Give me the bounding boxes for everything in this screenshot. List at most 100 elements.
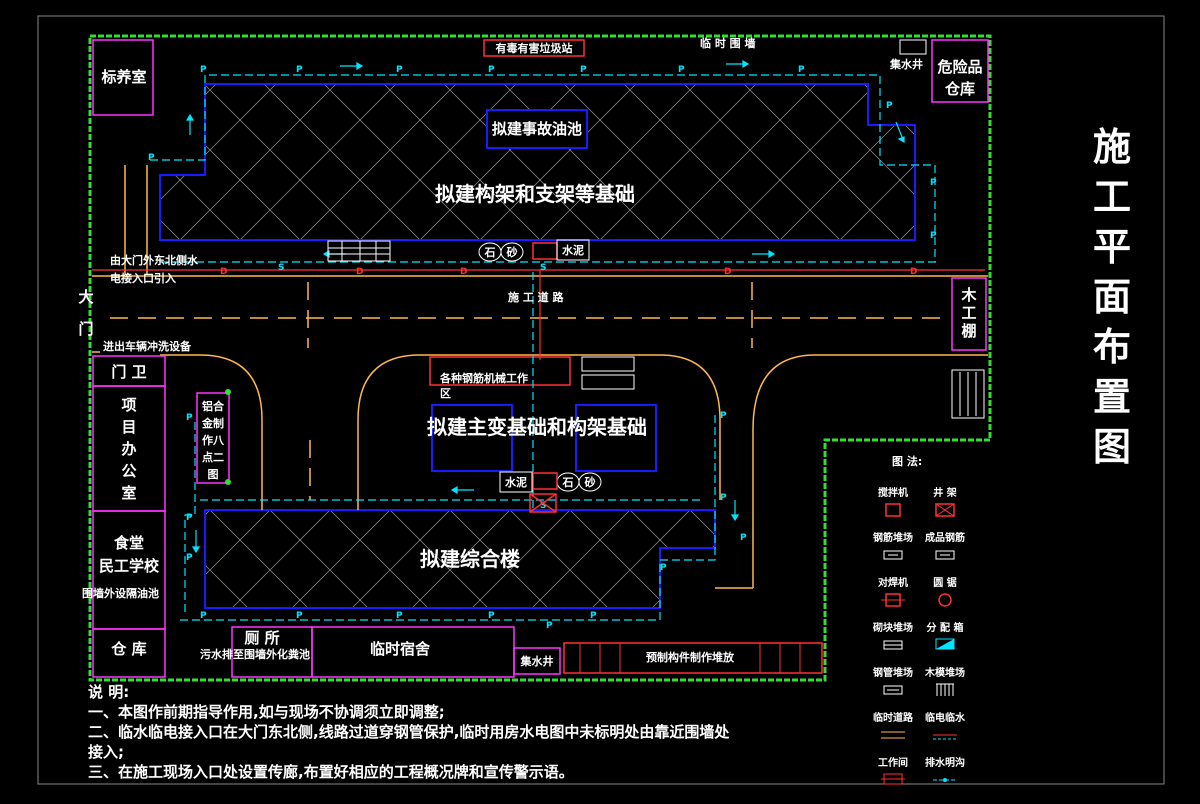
construction-road-label: 施 工 道 路 [508, 290, 564, 304]
complex-building-label: 拟建综合楼 [420, 547, 520, 571]
p-marker: P [396, 611, 403, 621]
breeding-room-label: 标养室 [100, 68, 146, 86]
temporary-buildings [92, 39, 989, 678]
site-fence [88, 34, 992, 682]
p-markers: P P P P P P P P P P P P P P P P P P P P … [148, 65, 937, 631]
aluminum-shop-line-4: 点二 [202, 450, 224, 464]
legend-item-label: 排水明沟 [925, 756, 965, 769]
legend-item-label: 临时道路 [873, 711, 914, 724]
tree-icons [225, 389, 231, 485]
temp-power-line [92, 269, 985, 360]
p-marker: P [200, 65, 207, 75]
p-marker: P [186, 553, 193, 563]
p-marker: P [296, 65, 303, 75]
complex-building-area [204, 509, 716, 609]
accident-oil-pool-label: 拟建事故油池 [492, 120, 582, 138]
precast-area-label: 预制构件制作堆放 [646, 650, 735, 664]
stone-top-label: 石 [484, 246, 496, 259]
hazardous-store-label-2: 仓库 [944, 80, 975, 98]
legend-title: 图 法: [892, 454, 922, 468]
p-marker: P [930, 178, 937, 188]
legend-item-label: 临电临水 [925, 711, 966, 724]
water-power-entry-label: 由大门外东北侧水 [110, 253, 199, 267]
title-char: 置 [1093, 375, 1131, 419]
d-marker: D [460, 267, 467, 277]
notes-line-1: 一、本图作前期指导作用,如与现场不协调须立即调整; [88, 703, 445, 721]
p-marker: P [488, 611, 495, 621]
mixer-icon [885, 503, 901, 517]
mixer-units [529, 242, 558, 513]
title-char: 布 [1093, 325, 1131, 369]
drain-ditch-icon [933, 778, 957, 782]
temp-utility-icon [933, 734, 957, 740]
aluminum-shop-line-1: 铝合 [202, 399, 225, 413]
notes-line-2a: 二、临水临电接入口在大门东北侧,线路过道穿钢管保护,临时用房水电图中未标明处由靠… [88, 723, 730, 741]
aluminum-shop-line-2: 金制 [201, 416, 224, 430]
p-marker: P [660, 563, 667, 573]
title-char: 图 [1093, 425, 1131, 469]
carpentry-shed-char-3: 棚 [961, 322, 976, 340]
aluminum-shop-line-3: 作八 [202, 433, 225, 447]
hazardous-store-label: 危险品 [937, 58, 982, 76]
p-marker: P [930, 231, 937, 241]
block-yard-icon [883, 640, 903, 650]
sump-top-label: 集水井 [889, 57, 923, 71]
lane-markers-right [951, 369, 985, 419]
s-marker: S [278, 263, 284, 273]
p-marker: P [186, 413, 193, 423]
p-marker: P [296, 611, 303, 621]
legend-item-label: 木模堆场 [924, 666, 965, 679]
p-marker: P [488, 65, 495, 75]
septic-note: 污水排至围墙外化粪池 [200, 647, 310, 661]
d-marker: D [220, 267, 227, 277]
rebar-work-area-label: 各种钢筋机械工作 [439, 371, 528, 385]
legend-item-label: 对焊机 [878, 576, 908, 589]
cement-top-label: 水泥 [562, 243, 584, 257]
p-marker: P [186, 513, 193, 523]
s-marker: S [540, 501, 546, 511]
road-centerline [110, 282, 950, 500]
legend-item-label: 井 架 [933, 486, 956, 499]
project-office-char-1: 项 [121, 396, 136, 414]
rebar-work-area-label-2: 区 [440, 387, 451, 400]
notes-line-2b: 接入; [88, 743, 124, 761]
distribution-box-icon [935, 638, 955, 650]
title-char: 工 [1093, 175, 1131, 219]
project-office-char-3: 办 [121, 440, 136, 458]
project-office-char-4: 公 [121, 462, 136, 480]
legend-item-label: 圆 锯 [933, 576, 956, 589]
worker-school-label: 民工学校 [99, 557, 160, 575]
d-marker: D [724, 267, 731, 277]
legend-item-label: 钢管堆场 [873, 666, 913, 679]
legend-item-label: 搅拌机 [878, 486, 908, 499]
wash-equipment-label: 进出车辆冲洗设备 [103, 339, 192, 353]
s-marker: S [540, 263, 546, 273]
precast-area-hatch [579, 643, 801, 673]
drawing-frame [37, 15, 1165, 785]
title-char: 施 [1093, 125, 1131, 169]
legend-item-label: 分 配 箱 [927, 621, 964, 634]
main-transformer-left [431, 404, 513, 472]
title-char: 平 [1093, 225, 1131, 269]
p-marker: P [590, 611, 597, 621]
cement-bottom-label: 水泥 [505, 475, 527, 489]
p-marker: P [740, 533, 747, 543]
timber-formwork-icon [936, 683, 954, 696]
p-marker: P [200, 611, 207, 621]
d-marker: D [356, 267, 363, 277]
p-marker: P [798, 65, 805, 75]
legend-item-label: 砌块堆场 [872, 621, 913, 634]
legend: 图 法: 搅拌机井 架钢筋堆场成品钢筋对焊机圆 锯砌块堆场分 配 箱钢管堆场木模… [872, 454, 966, 785]
notes-header: 说 明: [88, 683, 129, 701]
frame-foundation-area [159, 83, 916, 241]
finished-rebar-icon [935, 550, 955, 560]
p-marker: P [886, 101, 893, 111]
temp-road-icon [881, 731, 905, 739]
main-transformer-label: 拟建主变基础和构架基础 [427, 415, 647, 439]
sand-top-label: 砂 [507, 245, 518, 259]
p-marker: P [720, 411, 727, 421]
p-marker: P [678, 65, 685, 75]
white-frame-boxes [499, 239, 590, 493]
